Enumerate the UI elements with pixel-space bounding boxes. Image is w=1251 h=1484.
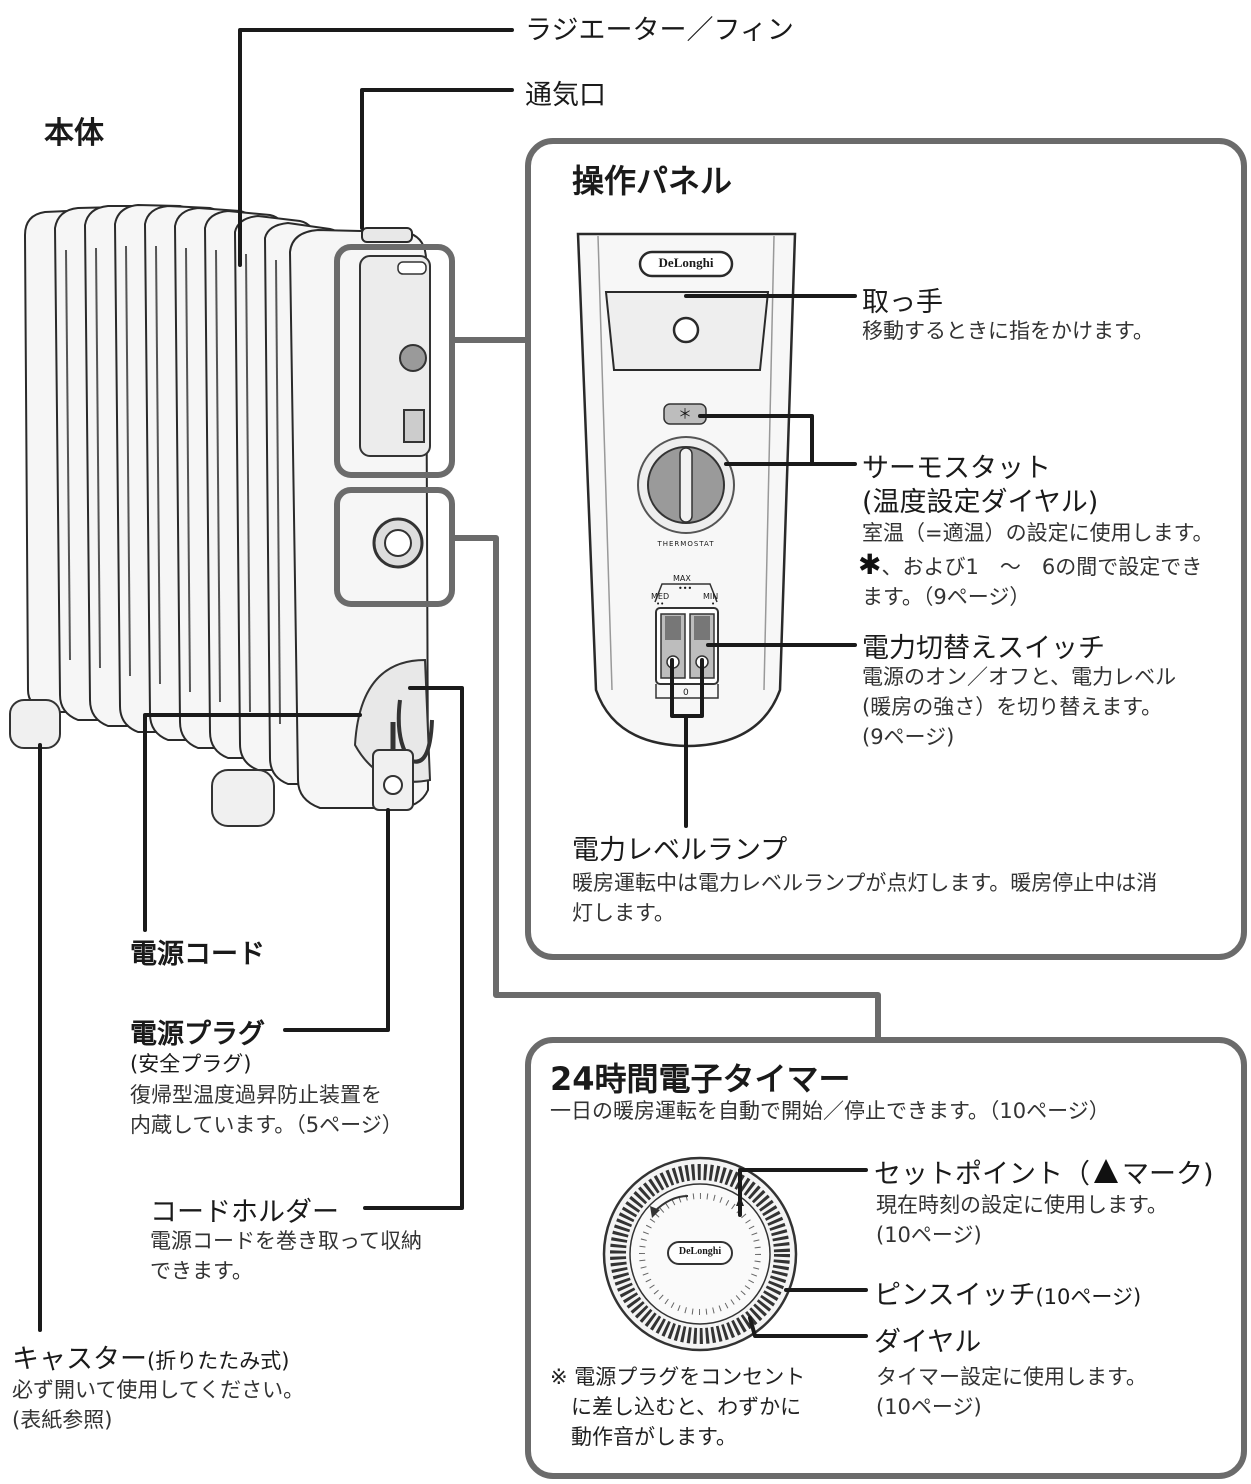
setpoint-title-a: セットポイント（ — [874, 1159, 1090, 1190]
timer-box — [525, 1037, 1247, 1479]
thermostat-desc-2: 、および1 ～ 6の間で設定でき — [881, 555, 1203, 579]
switch-med-dots: •• — [656, 600, 665, 608]
switch-med-label: MED — [651, 592, 670, 601]
control-panel-title: 操作パネル — [572, 162, 733, 200]
power-plug-sub: (安全プラグ) — [130, 1052, 252, 1076]
radiator-fin-label: ラジエーター／フィン — [525, 15, 794, 46]
handle-icon — [672, 316, 700, 344]
handle-title: 取っ手 — [862, 287, 943, 318]
power-switch-title: 電力切替えスイッチ — [862, 633, 1105, 664]
power-plug-label: 電源プラグ — [130, 1019, 265, 1050]
cord-holder-label: コードホルダー — [150, 1197, 339, 1228]
panel-brand: DeLonghi — [658, 255, 714, 270]
setpoint-triangle-icon — [1094, 1159, 1118, 1183]
timer-note: ※ 電源プラグをコンセント に差し込むと、わずかに 動作音がします。 — [550, 1365, 806, 1449]
switch-max-dots: ••• — [678, 584, 693, 593]
caster-label-row: キャスター(折りたたみ式) — [12, 1337, 289, 1376]
power-cord-label: 電源コード — [130, 939, 265, 970]
setpoint-title-row: セットポイント（ マーク) — [874, 1152, 1214, 1191]
thermostat-subtitle: (温度設定ダイヤル) — [862, 487, 1099, 518]
switch-min-dots: • — [711, 600, 716, 608]
control-panel-box — [525, 138, 1247, 960]
setpoint-desc: 現在時刻の設定に使用します。 (10ページ) — [876, 1193, 1168, 1247]
thermostat-desc-1: 室温（=適温）の設定に使用します。 — [862, 521, 1214, 545]
snowflake-icon: ✱ — [858, 548, 882, 581]
thermostat-desc-2-row: ✱、および1 ～ 6の間で設定でき — [858, 550, 1202, 582]
caster-sub: (折りたたみ式) — [147, 1349, 290, 1373]
thermostat-title: サーモスタット — [862, 453, 1051, 484]
handle-desc: 移動するときに指をかけます。 — [862, 319, 1154, 343]
thermostat-desc-3: ます。（9ページ） — [862, 585, 1031, 609]
thermostat-caption: THERMOSTAT — [657, 540, 715, 548]
timer-desc: 一日の暖房運転を自動で開始／停止できます。（10ページ） — [550, 1099, 1110, 1123]
caster-label: キャスター — [12, 1344, 147, 1375]
cord-holder-desc: 電源コードを巻き取って収納 できます。 — [150, 1229, 422, 1283]
switch-zero-label: 0 — [683, 688, 689, 698]
power-plug-desc: 復帰型温度過昇防止装置を 内蔵しています。（5ページ） — [130, 1083, 403, 1137]
setpoint-title-b: マーク) — [1122, 1159, 1214, 1190]
pin-switch-title: ピンスイッチ — [874, 1280, 1036, 1311]
power-lamp-desc: 暖房運転中は電力レベルランプが点灯します。暖房停止中は消 灯します。 — [572, 871, 1158, 925]
pin-switch-row: ピンスイッチ(10ページ) — [874, 1273, 1141, 1312]
caster-desc: 必ず開いて使用してください。 (表紙参照) — [12, 1378, 305, 1432]
brand-badge — [638, 250, 734, 278]
switch-max-label: MAX — [673, 574, 691, 583]
panel-snowflake: ＊ — [678, 407, 692, 423]
dial-title: ダイヤル — [874, 1327, 982, 1358]
timer-brand: DeLonghi — [678, 1246, 722, 1257]
timer-title: 24時間電子タイマー — [550, 1060, 851, 1098]
pin-switch-suffix: (10ページ) — [1035, 1285, 1142, 1309]
main-unit-title: 本体 — [44, 116, 104, 151]
dial-desc: タイマー設定に使用します。 (10ページ) — [876, 1365, 1147, 1419]
power-switch-desc: 電源のオン／オフと、電力レベル (暖房の強さ）を切り替えます。 (9ページ) — [862, 665, 1177, 749]
vent-label: 通気口 — [525, 80, 606, 111]
switch-min-label: MIN — [703, 592, 719, 601]
power-lamp-title: 電力レベルランプ — [572, 835, 788, 866]
